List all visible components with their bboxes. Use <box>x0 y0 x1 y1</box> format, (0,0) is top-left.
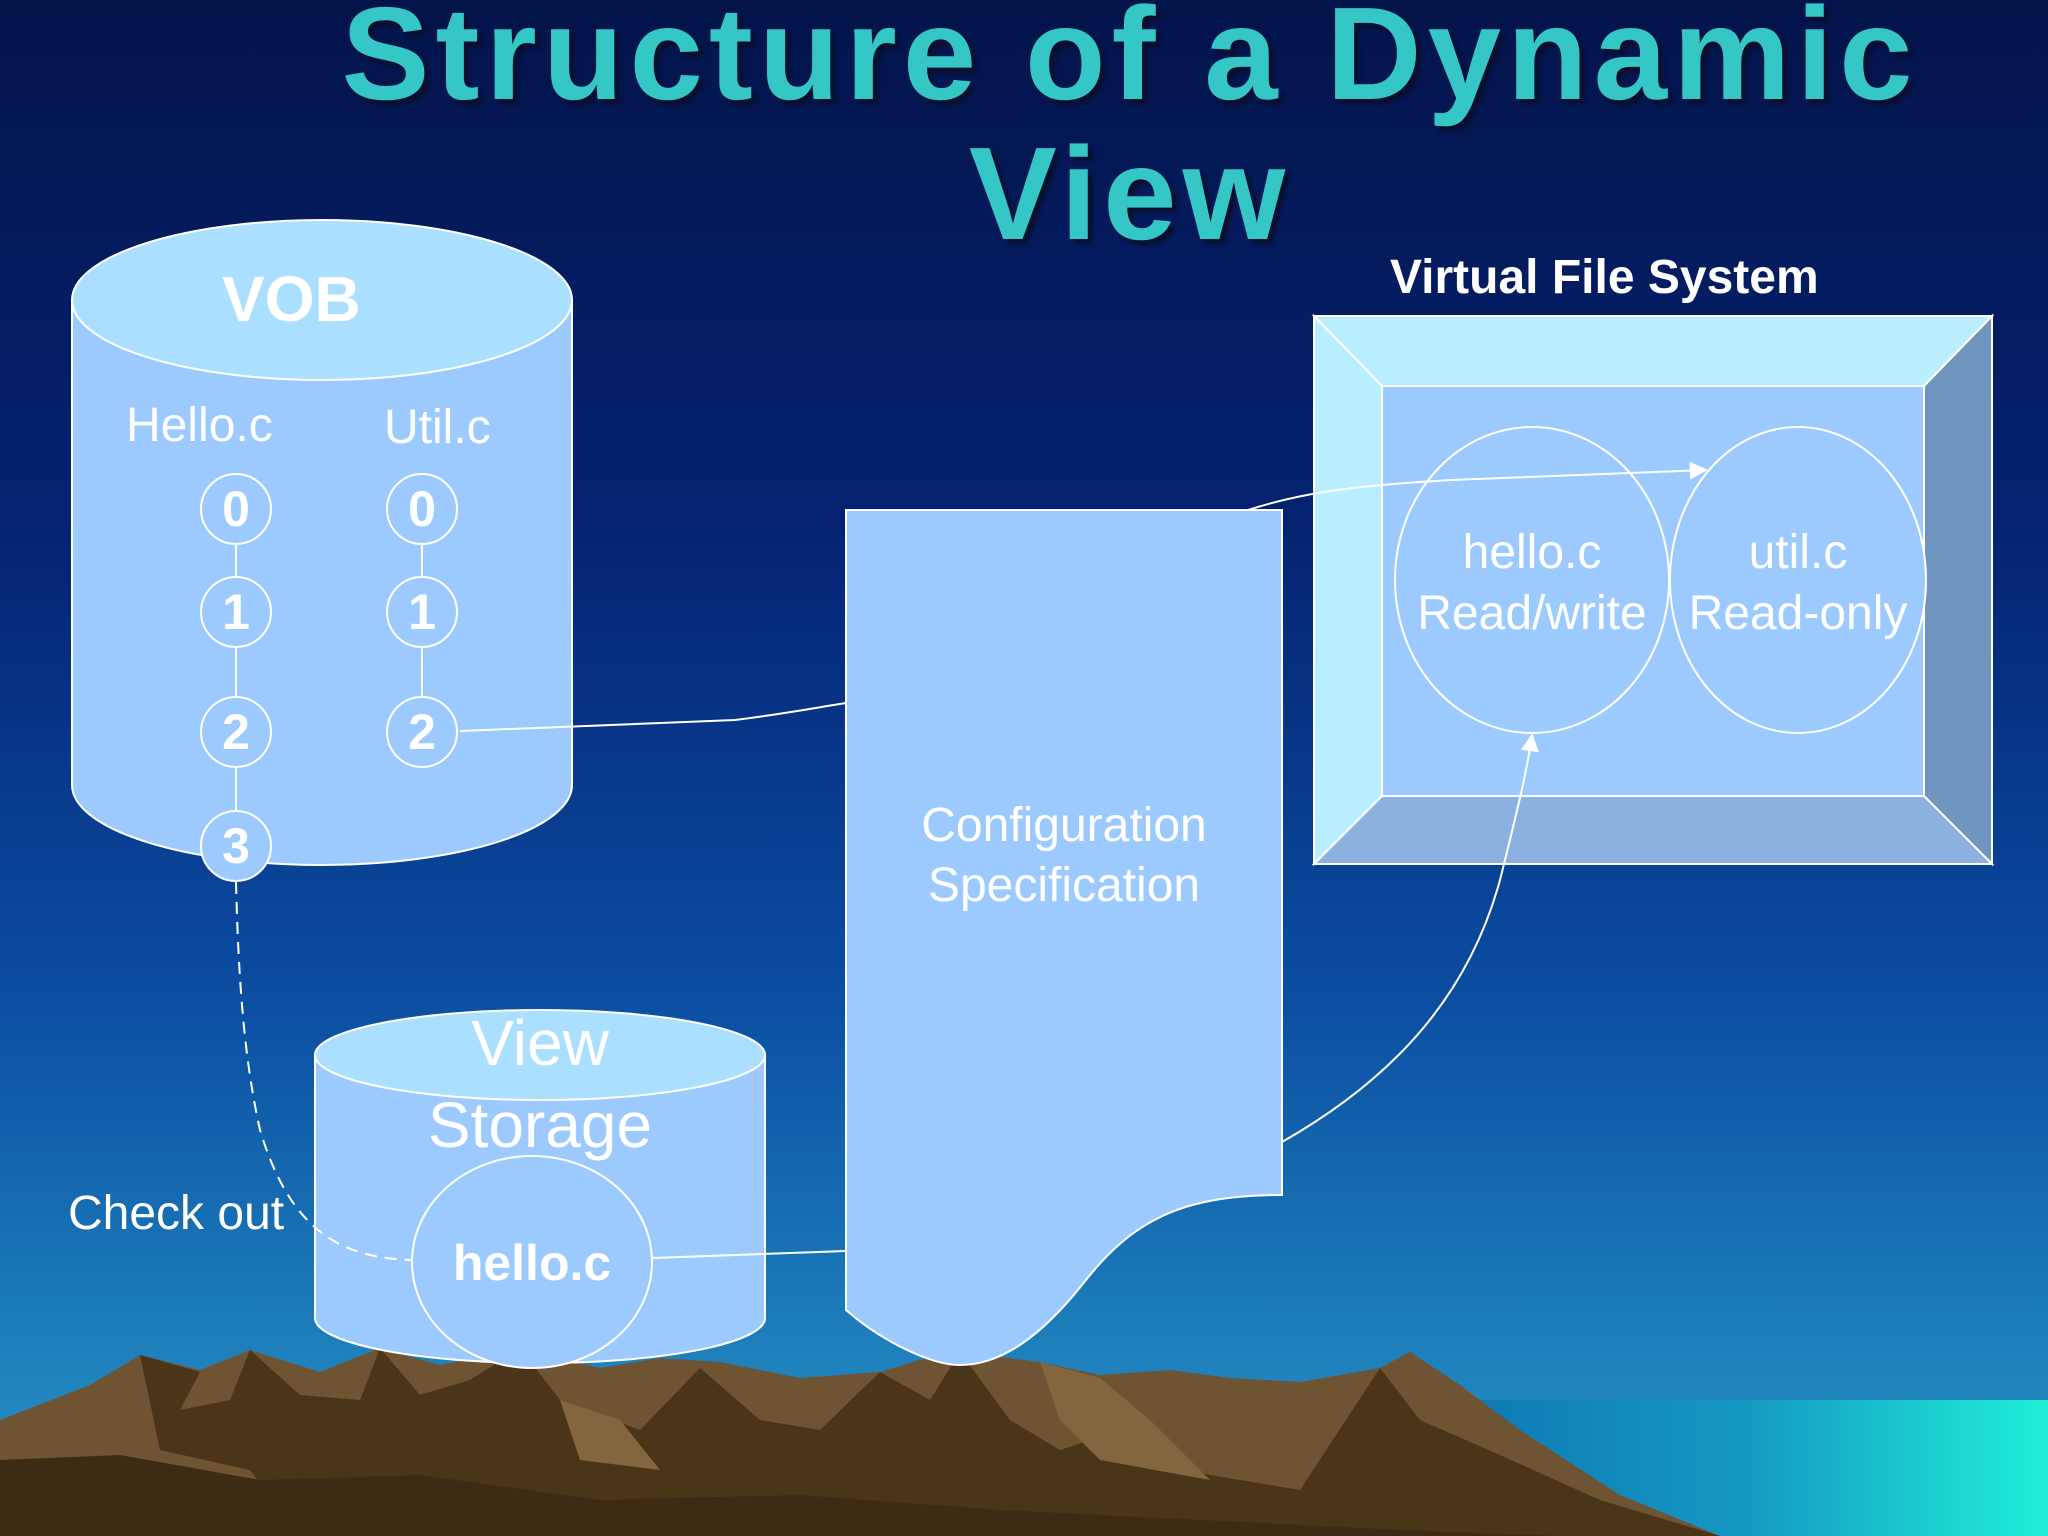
vfs-hello-name: hello.c <box>1462 526 1602 579</box>
vfs-util-oval <box>1669 426 1927 734</box>
config-to-vfs-util-arrow <box>1247 461 1708 511</box>
vob-file-util-label: Util.c <box>384 401 491 454</box>
util-version-0: 0 <box>386 473 458 545</box>
util-version-1: 1 <box>386 576 458 648</box>
hello-version-0: 0 <box>200 473 272 545</box>
config-to-vfs-hello-arrow <box>1281 733 1539 1143</box>
util-version-2: 2 <box>386 696 458 768</box>
view-storage-label-line-1: View <box>471 1007 609 1079</box>
checkout-label: Check out <box>68 1187 285 1240</box>
slide-title-line-1: Structure of a Dynamic <box>341 0 1919 127</box>
vob-file-hello-label: Hello.c <box>126 399 273 452</box>
vfs-frame <box>1311 313 1995 867</box>
vfs-label: Virtual File System <box>1390 251 1819 304</box>
hello-version-1: 1 <box>200 576 272 648</box>
hello-version-2: 2 <box>200 696 272 768</box>
view-storage-file-label: hello.c <box>452 1235 612 1291</box>
vob-label: VOB <box>222 263 361 335</box>
view-storage-hello-oval <box>411 1155 653 1369</box>
mountain-range <box>0 1348 1720 1536</box>
version-connectors <box>235 545 423 810</box>
vfs-hello-mode: Read/write <box>1417 587 1647 640</box>
util-v2-to-config-line <box>459 702 847 732</box>
config-spec-label-line-2: Specification <box>927 859 1201 912</box>
view-storage-cylinder <box>314 1009 766 1369</box>
checkout-dashed-line <box>235 881 413 1261</box>
slide-title-line-2: View <box>968 120 1292 267</box>
config-spec-label-line-1: Configuration <box>921 799 1207 852</box>
view-storage-to-config-line <box>651 1250 847 1259</box>
vfs-util-mode: Read-only <box>1688 587 1908 640</box>
connectors <box>235 461 1708 1261</box>
config-spec-document <box>845 509 1283 1367</box>
view-storage-label-line-2: Storage <box>427 1089 653 1161</box>
vfs-util-name: util.c <box>1748 526 1848 579</box>
hello-version-3: 3 <box>200 810 272 882</box>
